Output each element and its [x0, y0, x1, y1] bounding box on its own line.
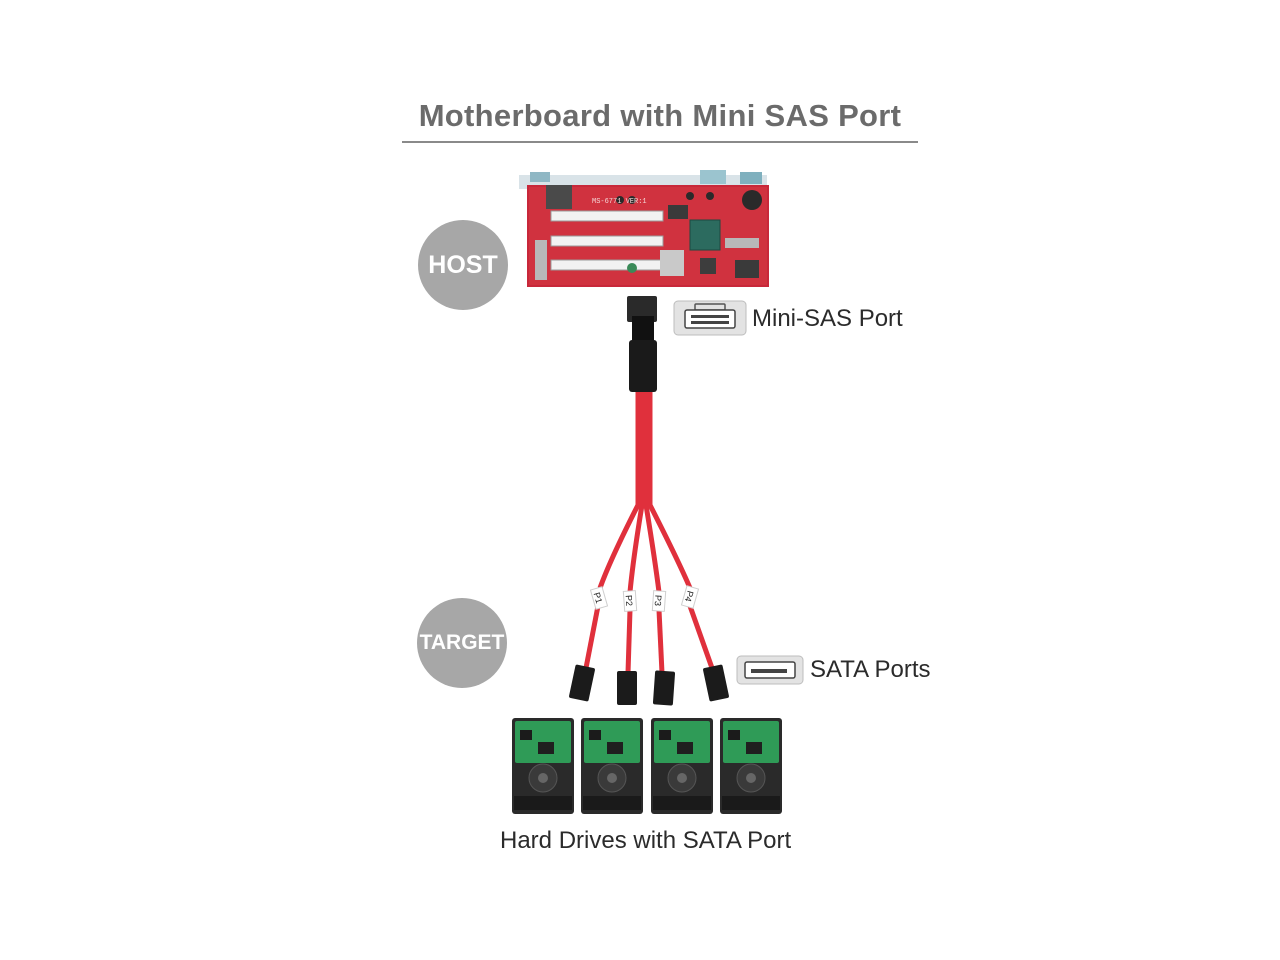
hard-drive-icon: [512, 718, 782, 814]
page-title: Motherboard with Mini SAS Port: [418, 98, 902, 133]
cable-tag-p2-label: P2: [624, 595, 635, 607]
mini-sas-port-label: Mini-SAS Port: [752, 305, 903, 332]
sata-connectors: [569, 664, 729, 706]
cable-tag-p3: P3: [651, 590, 667, 612]
target-badge: TARGET: [417, 598, 507, 688]
board-silkscreen: MS-6771 VER:1: [592, 198, 647, 206]
cable-tag-p1-label: P1: [592, 591, 605, 604]
cable-tag-p4: P4: [680, 585, 700, 609]
sata-ports-label: SATA Ports: [810, 656, 931, 683]
cable-tag-p4-label: P4: [683, 590, 696, 603]
mini-sas-connector: [627, 296, 657, 392]
cable-tag-p3-label: P3: [653, 595, 664, 607]
cable-tag-p2: P2: [622, 590, 638, 612]
hard-drives-label: Hard Drives with SATA Port: [500, 827, 792, 854]
cable-bundle: [597, 392, 693, 593]
cable-tag-p1: P1: [589, 586, 609, 610]
title-underline: [402, 141, 918, 143]
motherboard-icon: MS-6771 VER:1: [519, 170, 769, 287]
host-badge: HOST: [418, 220, 508, 310]
sata-port-icon: [736, 655, 804, 685]
mini-sas-port-icon: [673, 300, 747, 336]
